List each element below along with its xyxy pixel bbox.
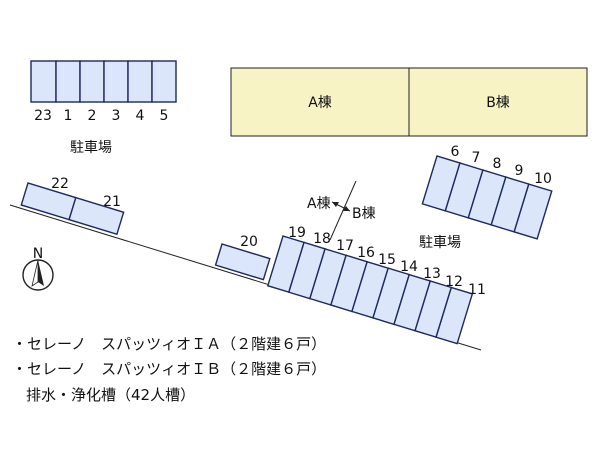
space-number: 17 [336, 238, 354, 254]
parking-top-row: 23 1 2 3 4 5 [30, 60, 177, 124]
parking-space [151, 60, 177, 103]
space-number: 10 [534, 171, 552, 187]
space-number: 19 [288, 225, 306, 241]
space-number: 4 [136, 108, 145, 124]
parking-space [68, 196, 125, 236]
building-b-label: B棟 [486, 95, 510, 111]
north-arrow-icon: N [22, 246, 54, 291]
space-number: 8 [493, 156, 502, 172]
space-number: 20 [240, 234, 258, 250]
parking-space [214, 243, 271, 281]
space-number: 3 [112, 108, 121, 124]
space-number: 21 [103, 194, 121, 210]
space-number: 9 [515, 163, 524, 179]
space-number: 18 [313, 231, 331, 247]
parking-space [55, 60, 81, 103]
parking-space [513, 183, 553, 240]
space-number: 15 [378, 252, 396, 268]
note-line: ・セレーノ スパッツィオＩＢ（２階建６戸） [12, 360, 326, 378]
parking-bottom-row [266, 235, 474, 345]
parking-space [435, 286, 474, 345]
space-number: 6 [451, 144, 460, 160]
space-number: 14 [400, 259, 418, 275]
space-number: 16 [357, 245, 375, 261]
boundary-label-a: A棟 [307, 196, 331, 212]
parking-space [30, 60, 57, 103]
parking-label-right: 駐車場 [419, 234, 461, 251]
building-a [230, 67, 410, 137]
note-line: 排水・浄化槽（42人槽） [26, 386, 195, 404]
space-number: 12 [445, 274, 463, 290]
parking-space [79, 60, 105, 103]
space-number: 2 [88, 108, 97, 124]
space-number: 23 [34, 108, 52, 124]
parking-space [127, 60, 153, 103]
compass-label: N [33, 246, 43, 262]
space-number: 13 [423, 266, 441, 282]
space-number: 7 [472, 150, 481, 166]
note-line: ・セレーノ スパッツィオＩＡ（２階建６戸） [12, 335, 326, 353]
building-a-label: A棟 [308, 95, 332, 111]
building-b [408, 67, 588, 137]
parking-label-top-left: 駐車場 [70, 139, 112, 156]
parking-right-group [421, 155, 553, 240]
parking-single [214, 243, 271, 281]
building-divider-line [329, 180, 357, 241]
buildings: A棟 B棟 [230, 67, 588, 137]
boundary-label-b: B棟 [352, 206, 376, 222]
space-number: 1 [64, 108, 73, 124]
space-number: 22 [51, 176, 69, 192]
parking-space [103, 60, 129, 103]
divider-arrow-icon [331, 201, 351, 212]
space-number: 5 [160, 108, 169, 124]
parking-left-pair [20, 182, 125, 236]
space-number: 11 [468, 282, 486, 298]
